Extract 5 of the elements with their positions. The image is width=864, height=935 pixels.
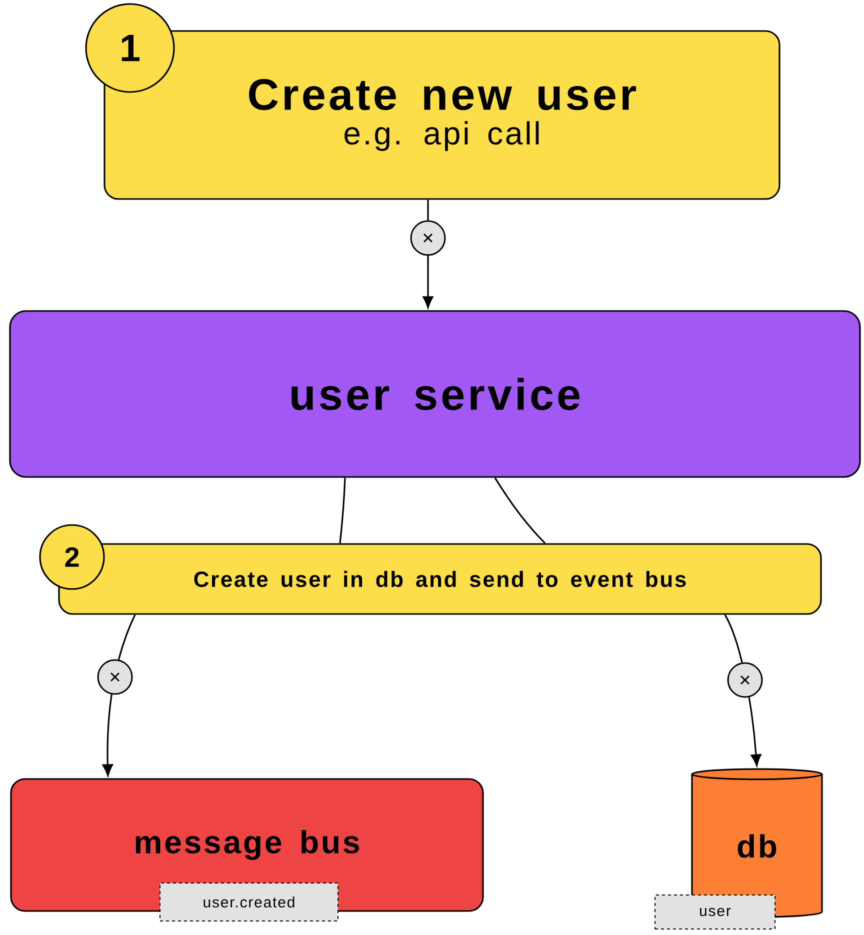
number-badge: 2 [39, 524, 105, 590]
service-box: user service [9, 310, 861, 478]
table-tag: user [654, 894, 776, 930]
number-badge: 1 [85, 3, 175, 93]
topic-tag: user.created [160, 882, 338, 922]
